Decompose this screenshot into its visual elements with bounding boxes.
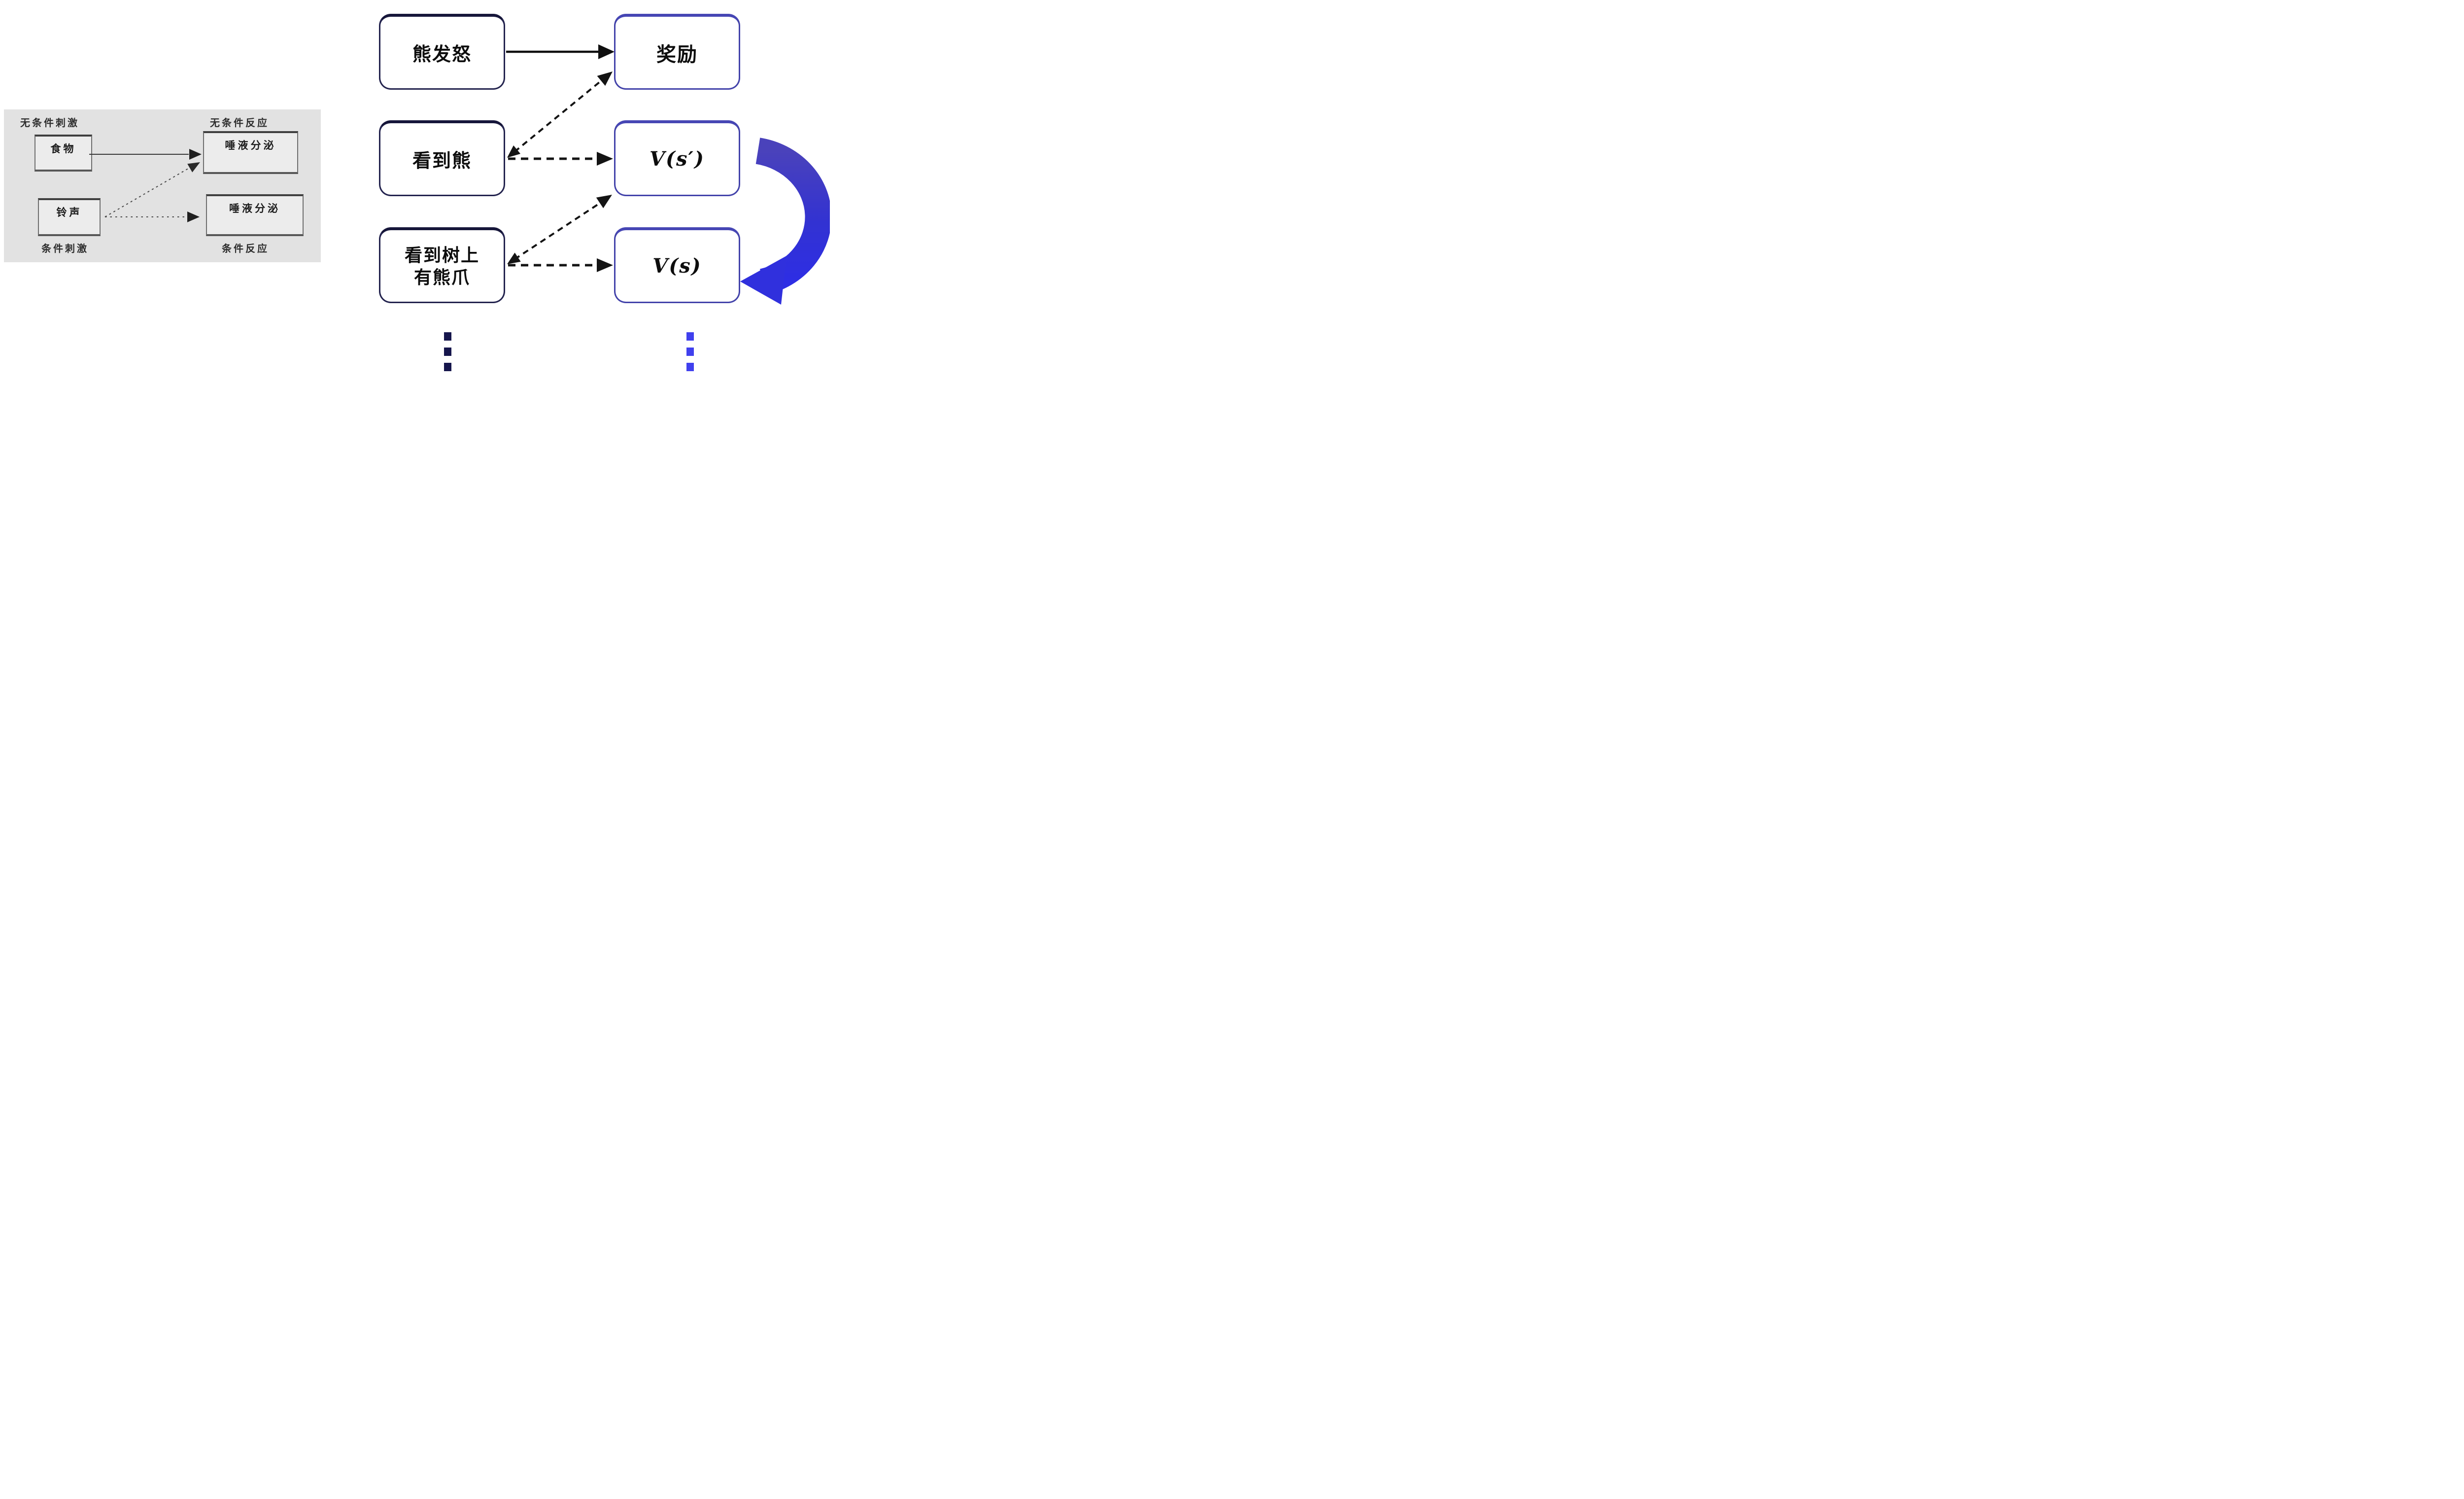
- right-ellipsis-dots: [686, 332, 694, 378]
- see-claw-to-vs-dashed-arrow: [508, 258, 613, 272]
- value-s-box: V(s): [614, 227, 740, 303]
- salivation-lower-box: 唾液分泌: [206, 194, 304, 236]
- see-claw-label: 看到树上 有熊爪: [405, 244, 479, 288]
- bear-angry-label: 熊发怒: [412, 44, 472, 65]
- value-s-label: V(s): [652, 254, 702, 278]
- dot: [444, 363, 451, 371]
- see-bear-to-reward-dashed-arrow: [507, 71, 613, 158]
- dot: [686, 332, 694, 341]
- see-claw-box: 看到树上 有熊爪: [379, 227, 505, 303]
- reward-box: 奖励: [614, 14, 740, 90]
- loop-ribbon: [755, 138, 830, 295]
- bell-box: 铃声: [38, 198, 101, 236]
- value-s-prime-label: V(s′): [650, 147, 705, 171]
- see-bear-label: 看到熊: [412, 151, 472, 172]
- slide-canvas: { "left_panel": { "background_color": "#…: [0, 0, 830, 378]
- loop-arrowhead: [740, 256, 787, 305]
- unconditioned-response-label: 无条件反应: [210, 118, 269, 129]
- bear-to-reward-arrow: [506, 44, 615, 59]
- reward-label: 奖励: [656, 43, 698, 66]
- food-box: 食物: [34, 135, 92, 172]
- conditioned-response-label: 条件反应: [222, 244, 269, 254]
- see-claw-line2: 有熊爪: [413, 267, 470, 287]
- see-bear-to-vsprime-dashed-arrow: [508, 152, 613, 166]
- dot: [444, 348, 451, 356]
- dot: [444, 332, 451, 341]
- unconditioned-stimulus-label: 无条件刺激: [20, 118, 79, 129]
- left-ellipsis-dots: [444, 332, 451, 378]
- td-update-loop-arrow: [740, 138, 830, 305]
- dot: [686, 363, 694, 371]
- see-claw-to-vsprime-dashed-arrow: [507, 195, 612, 264]
- conditioning-panel: 无条件刺激 无条件反应 食物 唾液分泌 铃声 唾液分泌 条件刺激 条件反应: [4, 109, 321, 262]
- bear-angry-box: 熊发怒: [379, 14, 505, 90]
- see-claw-line1: 看到树上: [404, 244, 479, 265]
- value-s-prime-box: V(s′): [614, 120, 740, 196]
- dot: [686, 348, 694, 356]
- see-bear-box: 看到熊: [379, 120, 505, 196]
- salivation-upper-box: 唾液分泌: [203, 131, 298, 174]
- conditioned-stimulus-label: 条件刺激: [41, 244, 89, 254]
